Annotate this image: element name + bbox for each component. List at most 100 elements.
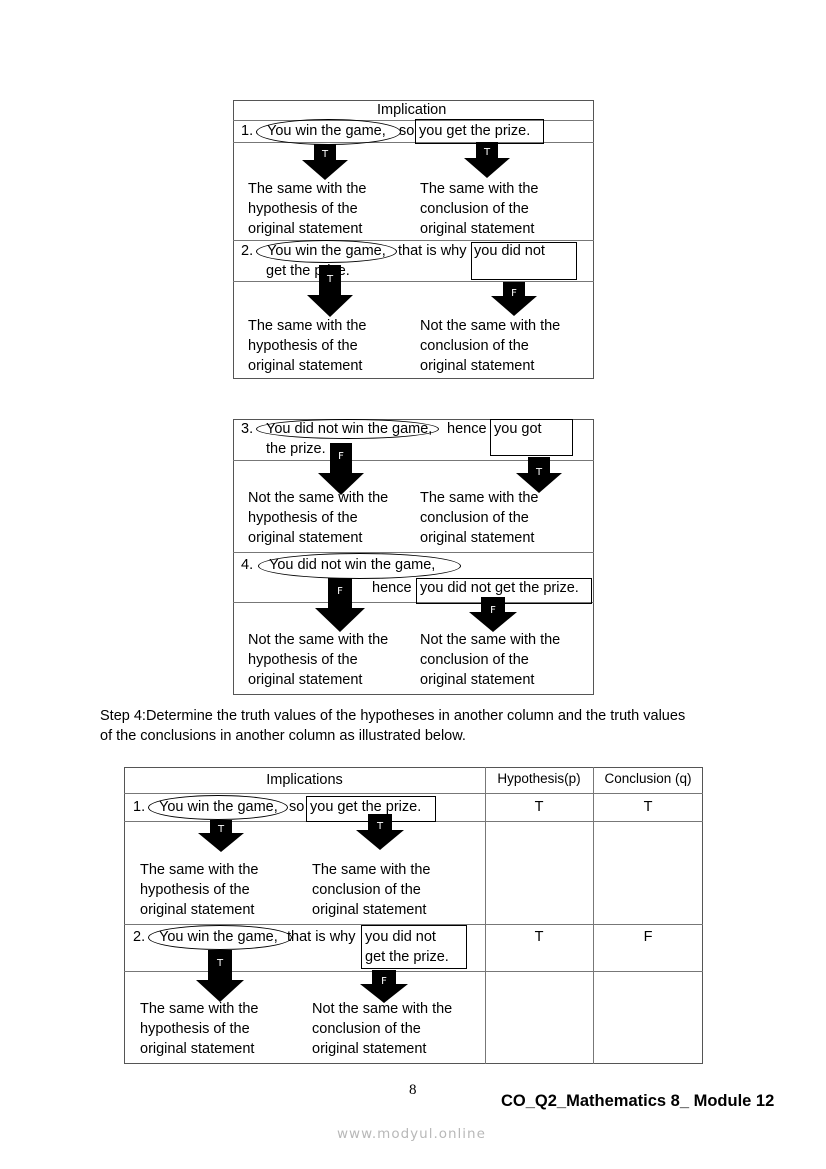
divider — [485, 767, 486, 1064]
truth-value-label: F — [338, 451, 344, 462]
right-description: original statement — [420, 530, 535, 546]
left-description: The same with the — [248, 181, 367, 197]
hypothesis-oval — [256, 419, 439, 439]
item-number: 2. — [241, 243, 254, 259]
item-number: 2. — [133, 929, 146, 945]
divider — [124, 793, 703, 794]
truth-value-label: T — [216, 958, 224, 969]
divider — [233, 602, 594, 603]
down-arrow-icon: T — [516, 457, 562, 493]
truth-value-label: T — [321, 149, 329, 160]
divider — [233, 240, 594, 241]
conclusion-text: you did not — [365, 929, 436, 945]
conclusion-text: you get the prize. — [419, 123, 531, 139]
truth-value-label: F — [511, 288, 517, 299]
left-description: original statement — [248, 358, 363, 374]
left-description: original statement — [140, 1041, 255, 1057]
left-description: The same with the — [140, 1001, 259, 1017]
down-arrow-icon: T — [307, 265, 353, 317]
left-description: original statement — [248, 221, 363, 237]
conclusion-text: get the prize. — [365, 949, 449, 965]
connector-text: hence — [447, 421, 487, 437]
truth-value-label: T — [483, 147, 491, 158]
conclusion-text: you got — [494, 421, 542, 437]
hypothesis-oval — [258, 553, 461, 579]
left-description: hypothesis of the — [140, 882, 250, 898]
conclusion-truth-value: T — [643, 799, 653, 815]
down-arrow-icon: T — [196, 950, 244, 1002]
divider — [233, 120, 594, 121]
truth-value-label: T — [376, 821, 384, 832]
truth-value-label: F — [490, 605, 496, 616]
hypothesis-oval — [256, 240, 397, 263]
truth-value-label: T — [326, 274, 334, 285]
implication-table-2 — [233, 419, 594, 695]
module-footer: CO_Q2_Mathematics 8_ Module 12 — [501, 1092, 775, 1110]
down-arrow-icon: F — [360, 970, 408, 1003]
down-arrow-icon: F — [318, 443, 364, 495]
left-description: hypothesis of the — [248, 510, 358, 526]
right-description: original statement — [420, 221, 535, 237]
left-description: original statement — [248, 672, 363, 688]
hypothesis-oval — [148, 925, 292, 950]
right-description: conclusion of the — [420, 201, 529, 217]
right-description: conclusion of the — [312, 1021, 421, 1037]
watermark: www.modyul.online — [337, 1126, 486, 1142]
left-description: hypothesis of the — [140, 1021, 250, 1037]
left-description: The same with the — [140, 862, 259, 878]
item-number: 3. — [241, 421, 254, 437]
right-description: original statement — [420, 672, 535, 688]
truth-value-label: T — [217, 824, 225, 835]
right-description: Not the same with the — [420, 632, 561, 648]
implication-table-1 — [233, 100, 594, 379]
divider — [233, 281, 594, 282]
column-header-conclusion: Conclusion (q) — [604, 771, 692, 786]
divider — [233, 142, 594, 143]
conclusion-box — [361, 925, 467, 969]
left-description: Not the same with the — [248, 490, 389, 506]
hypothesis-oval — [256, 119, 401, 145]
left-description: original statement — [248, 530, 363, 546]
right-description: conclusion of the — [420, 338, 529, 354]
right-description: original statement — [312, 1041, 427, 1057]
column-header-hypothesis: Hypothesis(p) — [497, 771, 581, 786]
connector-text: that is why — [287, 929, 356, 945]
conclusion-text: you did not — [474, 243, 545, 259]
truth-value-label: F — [337, 586, 343, 597]
left-description: original statement — [140, 902, 255, 918]
right-description: The same with the — [420, 490, 539, 506]
conclusion-text: you get the prize. — [310, 799, 422, 815]
right-description: original statement — [420, 358, 535, 374]
down-arrow-icon: T — [464, 142, 510, 178]
right-description: Not the same with the — [420, 318, 561, 334]
hypothesis-truth-value: T — [534, 799, 544, 815]
hypothesis-oval — [148, 795, 288, 820]
connector-text: so — [289, 799, 305, 815]
divider — [593, 767, 594, 1064]
truth-value-label: T — [535, 467, 543, 478]
right-description: conclusion of the — [312, 882, 421, 898]
connector-text: that is why — [398, 243, 467, 259]
left-description: The same with the — [248, 318, 367, 334]
truth-value-label: F — [381, 976, 387, 987]
down-arrow-icon: T — [198, 820, 244, 852]
item-number: 1. — [133, 799, 146, 815]
step-4-instruction: Step 4:Determine the truth values of the… — [100, 708, 686, 724]
divider — [233, 552, 594, 553]
conclusion-truth-value: F — [643, 929, 653, 945]
right-description: original statement — [312, 902, 427, 918]
divider — [124, 924, 703, 925]
right-description: Not the same with the — [312, 1001, 453, 1017]
divider — [233, 460, 594, 461]
right-description: conclusion of the — [420, 510, 529, 526]
item-number: 1. — [241, 123, 254, 139]
page-number: 8 — [409, 1082, 417, 1098]
left-description: hypothesis of the — [248, 338, 358, 354]
step-4-instruction: of the conclusions in another column as … — [100, 728, 466, 744]
conclusion-box — [490, 419, 573, 456]
conclusion-box — [415, 119, 544, 144]
conclusion-text: the prize. — [266, 441, 326, 457]
hypothesis-truth-value: T — [534, 929, 544, 945]
item-number: 4. — [241, 557, 254, 573]
conclusion-text: you did not get the prize. — [420, 580, 579, 596]
